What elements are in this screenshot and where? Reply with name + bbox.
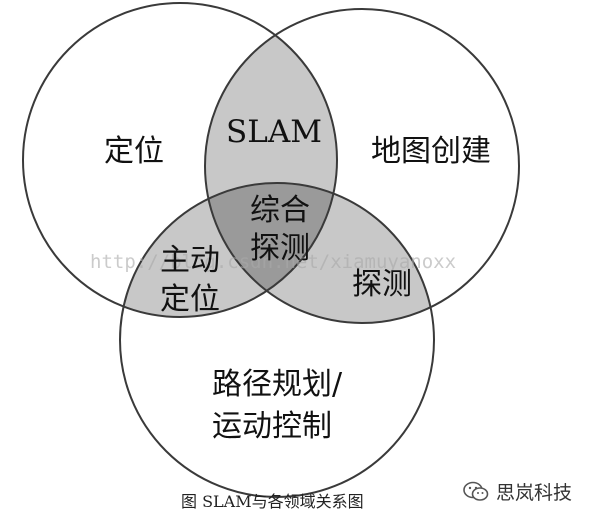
circle-map-building (204, 8, 520, 324)
label-active-positioning-1: 主动 (160, 243, 220, 278)
overlap-positioning-path (120, 183, 337, 317)
circle-positioning (22, 2, 338, 318)
figure-caption: 图 SLAM与各领域关系图 (181, 492, 364, 511)
label-path-1: 路径规划/ (212, 367, 343, 402)
overlap-map-path (205, 183, 434, 323)
label-positioning: 定位 (104, 134, 164, 169)
label-path-2: 运动控制 (212, 409, 332, 444)
wechat-icon (462, 480, 490, 504)
watermark-text: http://blog.csdn.net/xiamuyanoxx (90, 251, 456, 273)
label-comprehensive-1: 综合 (250, 193, 310, 228)
label-map-building: 地图创建 (371, 134, 491, 169)
label-slam: SLAM (226, 114, 322, 150)
label-exploration: 探测 (352, 267, 412, 302)
label-active-positioning-2: 定位 (160, 282, 220, 317)
label-comprehensive-2: 探测 (250, 231, 310, 266)
brand-name: 思岚科技 (496, 482, 573, 504)
brand-watermark: 思岚科技 (462, 478, 572, 505)
circle-path-control (119, 182, 435, 498)
